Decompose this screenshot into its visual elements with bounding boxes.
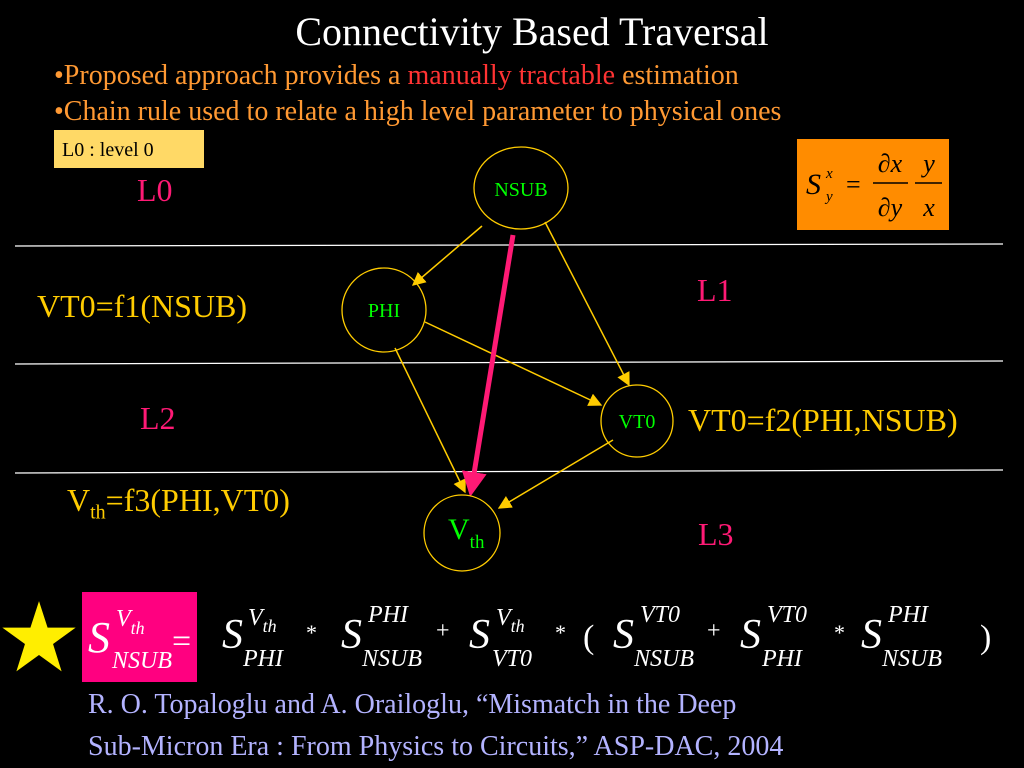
svg-text:S: S bbox=[88, 613, 110, 662]
bullet-2-text: •Chain rule used to relate a high level … bbox=[54, 96, 782, 127]
edge-phi-vt0 bbox=[424, 321, 603, 406]
svg-text:VT0: VT0 bbox=[640, 602, 680, 628]
bullet-1-pre: •Proposed approach provides a bbox=[54, 60, 408, 91]
svg-text:S: S bbox=[861, 612, 882, 658]
svg-text:NSUB: NSUB bbox=[361, 646, 422, 672]
svg-text:PHI: PHI bbox=[761, 646, 803, 672]
chain-close-paren: ) bbox=[980, 619, 991, 656]
chain-op-4: + bbox=[707, 618, 721, 644]
lhs-highlight-box bbox=[82, 592, 197, 682]
chain-open-paren: ( bbox=[583, 619, 594, 656]
bullet-2: •Chain rule used to relate a high level … bbox=[54, 96, 781, 128]
svg-text:y: y bbox=[920, 149, 935, 178]
level-label-l1: L1 bbox=[697, 272, 733, 308]
node-vt0-label: VT0 bbox=[619, 411, 656, 433]
bullet-1-highlight: manually tractable bbox=[407, 60, 616, 91]
svg-text:S: S bbox=[613, 612, 634, 658]
svg-text:VT0: VT0 bbox=[492, 646, 532, 672]
node-vth-label: Vth bbox=[448, 513, 485, 553]
node-phi bbox=[341, 267, 427, 353]
svg-text:NSUB: NSUB bbox=[881, 646, 942, 672]
star-icon bbox=[2, 601, 76, 672]
chain-term-4: S VT0 NSUB bbox=[613, 602, 694, 672]
node-vth bbox=[423, 494, 501, 572]
chain-lhs: S Vth NSUB bbox=[88, 606, 172, 674]
sensitivity-formula: S x y = ∂x ∂y y x bbox=[806, 149, 942, 222]
citation: R. O. Topaloglu and A. Orailoglu, “Misma… bbox=[88, 684, 988, 768]
level-label-l2: L2 bbox=[140, 400, 176, 436]
node-vt0 bbox=[600, 384, 674, 458]
bullet-1: •Proposed approach provides a manually t… bbox=[54, 60, 739, 92]
node-nsub bbox=[473, 146, 569, 230]
svg-text:S: S bbox=[806, 168, 821, 201]
svg-text:S: S bbox=[469, 612, 490, 658]
equation-vt0-f1: VT0=f1(NSUB) bbox=[37, 288, 248, 324]
svg-text:PHI: PHI bbox=[242, 646, 284, 672]
equation-vth-f3: Vth=f3(PHI,VT0) bbox=[67, 482, 290, 524]
citation-line-1: R. O. Topaloglu and A. Orailoglu, “Misma… bbox=[88, 689, 737, 720]
chain-term-6: S PHI NSUB bbox=[861, 602, 942, 672]
chain-op-3: * bbox=[555, 620, 566, 645]
chain-op-5: * bbox=[834, 620, 845, 645]
equation-vt0-f2: VT0=f2(PHI,NSUB) bbox=[688, 402, 958, 438]
edge-nsub-phi bbox=[411, 225, 483, 286]
svg-text:PHI: PHI bbox=[887, 602, 929, 628]
chain-rule-equation: S Vth NSUB = S Vth PHI * S PHI NSUB + S … bbox=[88, 602, 991, 674]
svg-text:Vth: Vth bbox=[496, 605, 525, 636]
chain-op-1: * bbox=[306, 620, 317, 645]
chain-term-2: S PHI NSUB bbox=[341, 602, 422, 672]
svg-text:y: y bbox=[824, 189, 833, 205]
level-label-l0: L0 bbox=[137, 172, 173, 208]
svg-text:=: = bbox=[846, 170, 861, 199]
chain-term-3: S Vth VT0 bbox=[469, 605, 532, 672]
node-nsub-label: NSUB bbox=[494, 179, 547, 201]
edge-vt0-vth bbox=[497, 439, 614, 509]
chain-op-2: + bbox=[436, 618, 450, 644]
legend-box: L0 : level 0 bbox=[54, 130, 204, 168]
svg-text:Vth: Vth bbox=[248, 605, 277, 636]
chain-term-5: S VT0 PHI bbox=[740, 602, 807, 672]
svg-text:S: S bbox=[341, 612, 362, 658]
level-label-l3: L3 bbox=[698, 516, 734, 552]
citation-line-2: Sub-Micron Era : From Physics to Circuit… bbox=[88, 731, 784, 762]
svg-text:S: S bbox=[222, 612, 243, 658]
level-divider-2 bbox=[14, 360, 1004, 365]
level-divider-3 bbox=[14, 469, 1004, 474]
svg-text:∂x: ∂x bbox=[878, 149, 903, 178]
chain-term-1: S Vth PHI bbox=[222, 605, 284, 672]
edge-phi-vth bbox=[394, 347, 466, 494]
svg-text:VT0: VT0 bbox=[767, 602, 807, 628]
edge-nsub-vt0 bbox=[544, 221, 630, 387]
svg-text:S: S bbox=[740, 612, 761, 658]
svg-text:NSUB: NSUB bbox=[111, 648, 172, 674]
bullet-1-post: estimation bbox=[615, 60, 739, 91]
svg-text:∂y: ∂y bbox=[878, 193, 903, 222]
slide-title: Connectivity Based Traversal bbox=[295, 9, 769, 54]
svg-text:x: x bbox=[922, 193, 935, 222]
sensitivity-definition-box: S x y = ∂x ∂y y x bbox=[797, 139, 949, 230]
chain-equals: = bbox=[172, 623, 191, 660]
svg-text:x: x bbox=[825, 166, 833, 182]
svg-text:PHI: PHI bbox=[367, 602, 409, 628]
svg-text:Vth: Vth bbox=[116, 606, 145, 638]
edge-nsub-vth-highlight bbox=[461, 234, 516, 497]
node-phi-label: PHI bbox=[368, 300, 400, 322]
svg-text:NSUB: NSUB bbox=[633, 646, 694, 672]
